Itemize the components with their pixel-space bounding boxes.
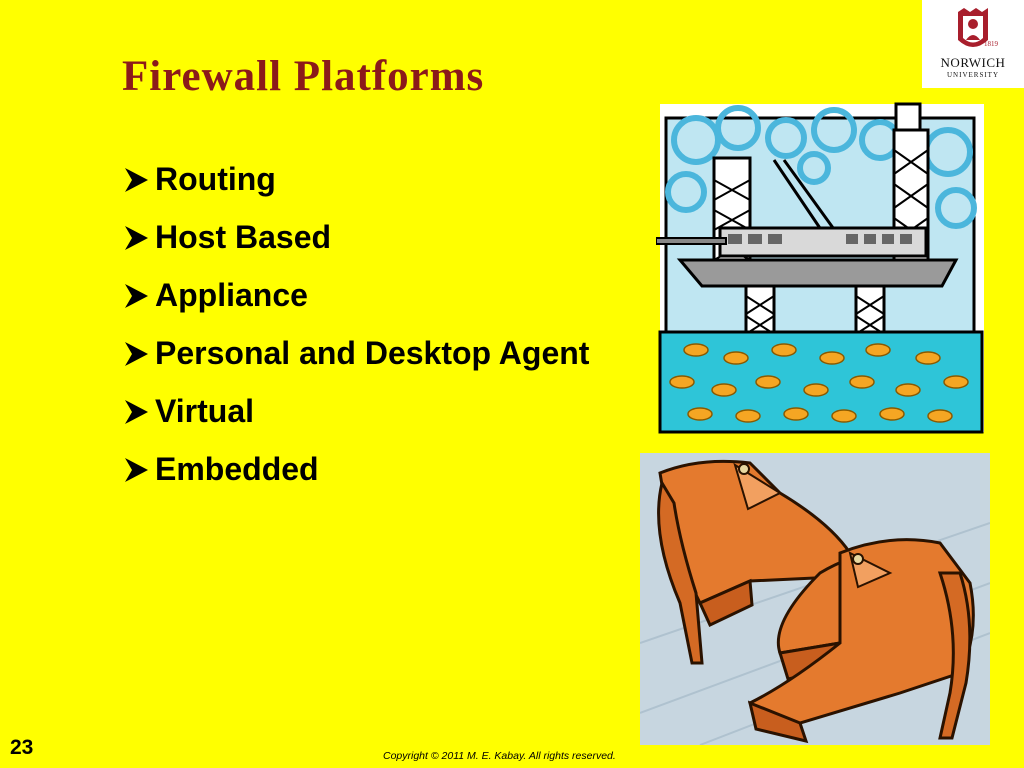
bullet-text: Routing xyxy=(155,161,276,197)
bullet-text: Personal and Desktop Agent xyxy=(155,335,590,371)
right-arrowhead-icon xyxy=(125,168,148,192)
right-arrowhead-icon xyxy=(125,400,148,424)
copyright-notice: Copyright © 2011 M. E. Kabay. All rights… xyxy=(383,750,616,762)
right-arrowhead-icon xyxy=(125,284,148,308)
platform-shoes-clipart xyxy=(640,453,990,745)
bullet-text: Embedded xyxy=(155,451,319,487)
oil-platform-clipart xyxy=(656,102,984,434)
logo-subtitle: UNIVERSITY xyxy=(947,71,999,79)
seal-year: 1819 xyxy=(984,40,999,48)
logo-name: NORWICH xyxy=(940,55,1006,70)
bullet-text: Virtual xyxy=(155,393,254,429)
bullet-item: Embedded xyxy=(122,450,602,488)
right-arrowhead-icon xyxy=(125,458,148,482)
slide-number: 23 xyxy=(10,736,34,759)
bullet-item: Routing xyxy=(122,160,602,198)
right-arrowhead-icon xyxy=(125,342,148,366)
bullet-text: Appliance xyxy=(155,277,308,313)
bullet-item: Personal and Desktop Agent xyxy=(122,334,602,372)
bullet-text: Host Based xyxy=(155,219,332,255)
norwich-university-logo: 1819 NORWICH UNIVERSITY xyxy=(922,0,1024,88)
slide-title: Firewall Platforms xyxy=(122,53,485,100)
right-arrowhead-icon xyxy=(125,226,148,250)
bullet-item: Appliance xyxy=(122,276,602,314)
university-seal-icon: 1819 xyxy=(958,8,999,48)
bullet-item: Host Based xyxy=(122,218,602,256)
bullet-item: Virtual xyxy=(122,392,602,430)
bullet-list: Routing Host Based Appliance Personal an… xyxy=(122,160,602,508)
